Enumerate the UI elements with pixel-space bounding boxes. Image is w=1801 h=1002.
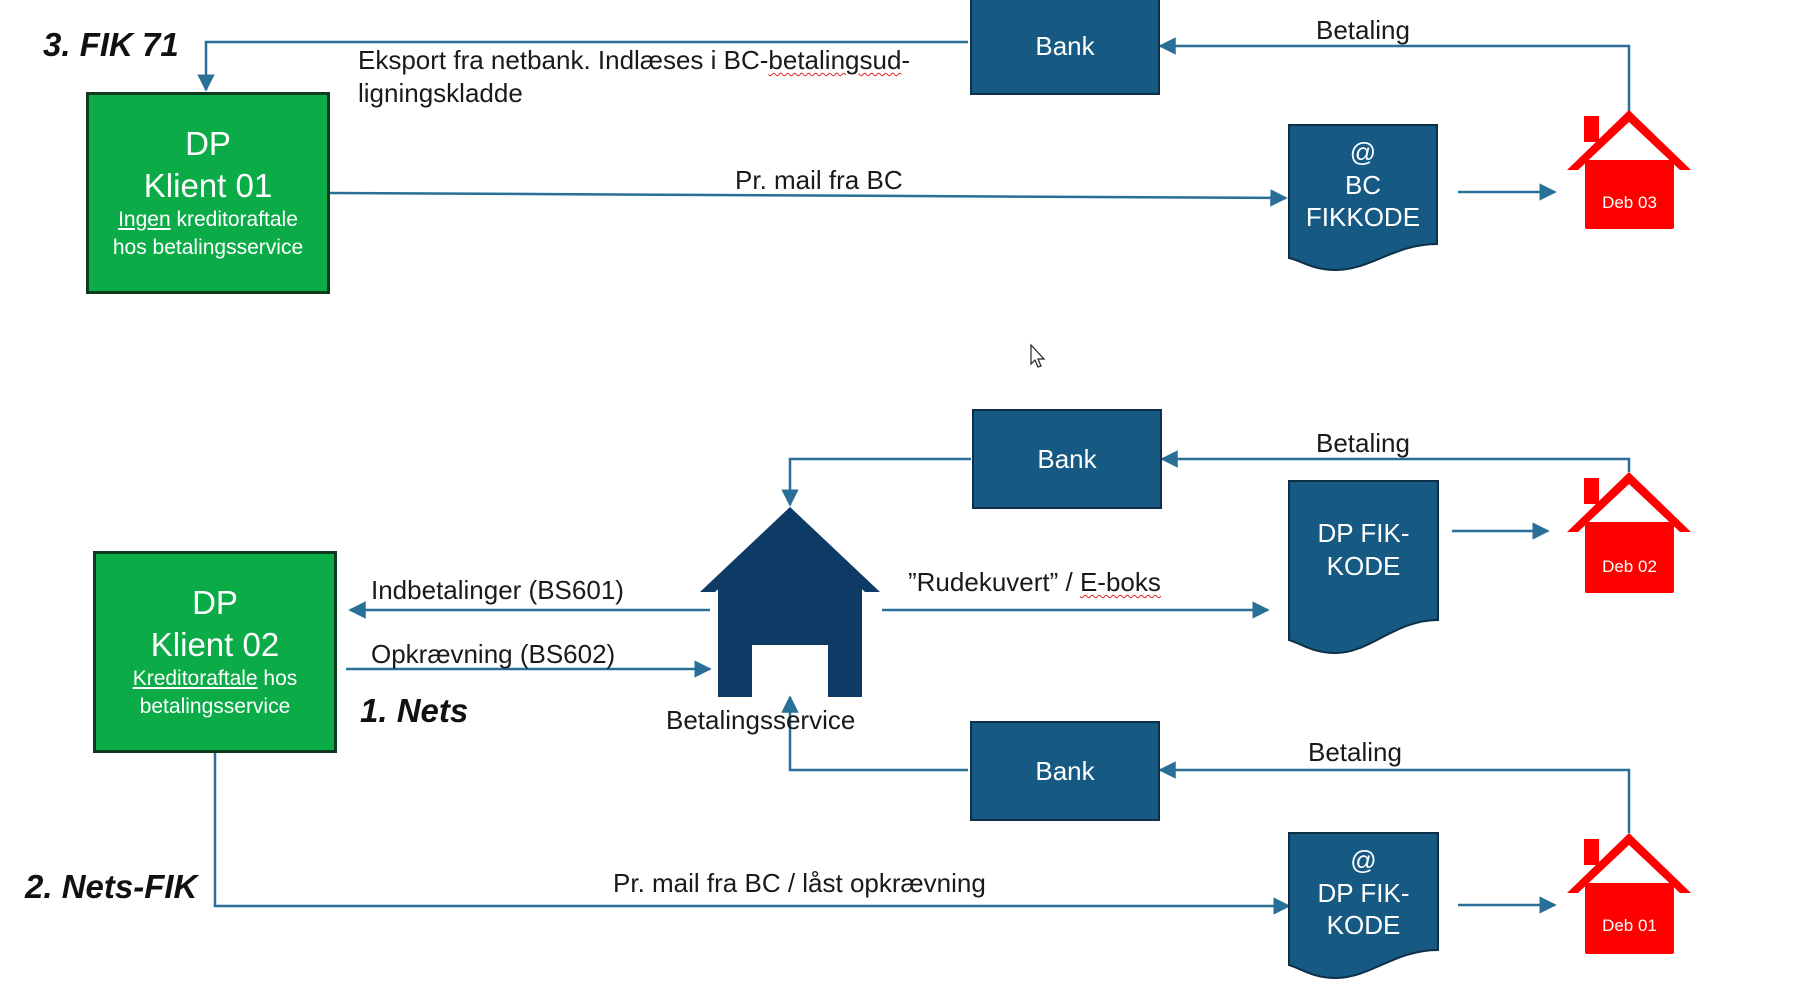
eksport-line2: ligningskladde <box>358 77 523 108</box>
klient-01-desc-underlined: Ingen <box>118 207 171 231</box>
arrow-bank-to-betalingsservice <box>781 457 971 507</box>
klient-02-desc-line2: betalingsservice <box>139 695 291 719</box>
klient-01-description: Ingen kreditoraftale <box>118 206 298 234</box>
mail-label-top: Pr. mail fra BC <box>735 165 903 195</box>
document-line3: FIKKODE <box>1305 202 1421 232</box>
document-at-sign: @ <box>1349 137 1377 167</box>
mouse-pointer-icon <box>1030 343 1046 368</box>
klient-01-line2: Klient 01 <box>143 166 273 204</box>
klient-02-box: DP Klient 02 Kreditoraftale hos betaling… <box>93 551 337 753</box>
document-line2: DP FIK- <box>1317 877 1410 908</box>
document-line1: DP FIK- <box>1317 518 1410 548</box>
opkraevning-label: Opkrævning (BS602) <box>371 639 616 669</box>
arrow-bank-to-betalingsservice-bottom <box>781 695 968 772</box>
bank-box-middle: Bank <box>972 409 1162 509</box>
klient-02-line2: Klient 02 <box>150 625 280 663</box>
eksport-line1-c: - <box>901 45 911 75</box>
betaling-label-top: Betaling <box>1316 15 1410 45</box>
betaling-label-middle: Betaling <box>1316 428 1410 458</box>
document-at-sign: @ <box>1350 845 1377 875</box>
eksport-line1-b: betalingsud <box>768 45 902 75</box>
klient-01-desc-line2: hos betalingsservice <box>112 236 304 260</box>
debtor-label-deb03: Deb 03 <box>1602 193 1657 212</box>
klient-01-box: DP Klient 01 Ingen kreditoraftale hos be… <box>86 92 330 294</box>
house-icon <box>1567 833 1691 954</box>
dp-fikkode-bottom-text: @ DP FIK- KODE <box>1289 844 1438 942</box>
document-icon <box>1288 124 1438 272</box>
bank-box-bottom: Bank <box>970 721 1160 821</box>
rudekuvert-label-b: E-boks <box>1079 567 1161 597</box>
klient-02-line1: DP <box>192 584 238 622</box>
house-icon <box>1567 472 1691 593</box>
document-line2: KODE <box>1326 550 1401 581</box>
dp-fikkode-middle-text: DP FIK- KODE <box>1289 517 1438 582</box>
arrow-bank-to-klient01 <box>197 40 968 92</box>
betaling-label-bottom: Betaling <box>1308 737 1402 767</box>
arrow-deb03-to-bank <box>1158 37 1631 112</box>
eksport-label: Eksport fra netbank. Indlæses i BC-betal… <box>358 44 910 109</box>
eksport-line1: Eksport fra netbank. Indlæses i BC-betal… <box>358 44 910 77</box>
document-line2: BC <box>1344 169 1382 200</box>
eksport-line1-a: Eksport fra netbank. Indlæses i BC- <box>358 45 769 75</box>
klient-01-desc-rest: kreditoraftale <box>170 207 298 231</box>
debtor-label-deb02: Deb 02 <box>1602 557 1657 576</box>
document-icon <box>1288 832 1439 980</box>
rudekuvert-label: ”Rudekuvert” / E-boks <box>908 566 1161 599</box>
arrow-klient02-to-dp-fikkode <box>213 752 1291 915</box>
betalingsservice-label: Betalingsservice <box>666 705 856 735</box>
debtor-label-deb01: Deb 01 <box>1602 916 1657 935</box>
arrow-klient01-to-bc-fikkode <box>329 189 1288 207</box>
house-icon <box>700 507 880 697</box>
section-title-nets: 1. Nets <box>360 692 469 729</box>
indbetalinger-label: Indbetalinger (BS601) <box>371 575 624 605</box>
document-icon <box>1288 480 1439 655</box>
section-title-nets-fik: 2. Nets-FIK <box>25 868 198 905</box>
klient-01-line1: DP <box>185 125 231 163</box>
arrow-deb01-to-bank <box>1158 761 1631 833</box>
section-title-fik71: 3. FIK 71 <box>43 26 179 63</box>
bank-box-top: Bank <box>970 0 1160 95</box>
rudekuvert-label-a: ”Rudekuvert” / <box>908 567 1080 597</box>
document-line3: KODE <box>1326 910 1401 940</box>
mail-label-bottom: Pr. mail fra BC / låst opkrævning <box>613 868 986 898</box>
bc-fikkode-text: @ BC FIKKODE <box>1289 136 1437 234</box>
klient-02-desc-underlined: Kreditoraftale <box>132 666 258 690</box>
arrow-deb02-to-bank <box>1160 450 1631 472</box>
klient-02-description: Kreditoraftale hos <box>133 665 298 693</box>
klient-02-desc-rest: hos <box>257 666 298 690</box>
house-icon <box>1567 110 1691 229</box>
